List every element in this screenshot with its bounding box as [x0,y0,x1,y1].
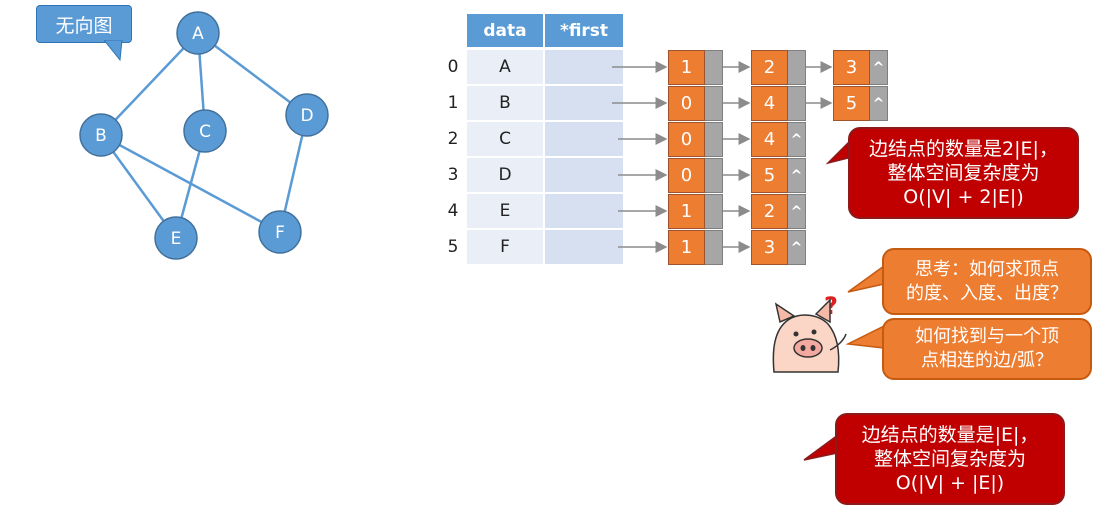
vertex-label-d: D [300,106,313,126]
row-index: 2 [447,129,459,149]
edge-node-vertex: 4 [751,122,788,157]
row-index: 5 [447,237,459,257]
vertex-f [258,210,302,254]
edge-node-next-pointer: ^ [788,194,806,229]
edge-node-vertex: 1 [668,194,705,229]
vertex-label-b: B [95,126,107,146]
callout-think-pointer [847,264,885,293]
table-cell-first-pointer [545,122,623,156]
edge-node: 3^ [751,230,806,265]
edge-node-next-pointer [788,86,806,121]
graph-tag-pointer [103,40,123,62]
edge-node: 1 [668,194,723,229]
row-index: 4 [447,201,459,221]
edge-node: 4^ [751,122,806,157]
row-index: 1 [447,93,459,113]
edge-node-vertex: 0 [668,122,705,157]
edge-node-vertex: 5 [751,158,788,193]
vertex-label-c: C [199,122,211,142]
callout-think: 思考：如何求顶点 的度、入度、出度？ [882,248,1092,315]
table-cell-data: B [467,86,543,120]
table-header-first: *first [545,14,623,47]
edge-node: 0 [668,122,723,157]
edge-node-vertex: 4 [751,86,788,121]
edge-node-vertex: 2 [751,194,788,229]
table-cell-data: E [467,194,543,228]
graph-edge-AB [100,32,199,136]
edge-node-vertex: 2 [751,50,788,85]
edge-node-vertex: 5 [833,86,870,121]
edge-node-next-pointer [705,194,723,229]
edge-node-next-pointer: ^ [870,86,888,121]
table-cell-data: A [467,50,543,84]
vertex-c [183,109,227,153]
edge-node: 2^ [751,194,806,229]
edge-node: 3^ [833,50,888,85]
edge-node: 0 [668,158,723,193]
edge-node: 5^ [833,86,888,121]
pig-mascot-icon: ? [772,292,847,373]
edge-node-vertex: 0 [668,86,705,121]
edge-node: 1 [668,50,723,85]
edge-node-next-pointer: ^ [788,122,806,157]
table-cell-data: F [467,230,543,264]
edge-node: 2 [751,50,806,85]
edge-node-next-pointer: ^ [788,230,806,265]
row-index: 0 [447,57,459,77]
vertex-b [79,113,123,157]
edge-node-vertex: 1 [668,50,705,85]
vertex-a [176,11,220,55]
edge-node-next-pointer [705,230,723,265]
table-cell-data: D [467,158,543,192]
row-index: 3 [447,165,459,185]
edge-node-next-pointer: ^ [870,50,888,85]
vertex-label-f: F [275,223,285,243]
edge-node: 0 [668,86,723,121]
edge-node-next-pointer: ^ [788,158,806,193]
table-header-data: data [467,14,543,47]
callout-find-pointer [846,324,885,349]
undirected-graph: A B C D E F [79,11,329,260]
vertex-label-e: E [171,229,182,249]
edge-node: 5^ [751,158,806,193]
edge-node-vertex: 1 [668,230,705,265]
table-cell-first-pointer [545,86,623,120]
edge-node-next-pointer [705,86,723,121]
table-cell-first-pointer [545,158,623,192]
vertex-d [285,93,329,137]
edge-node-next-pointer [705,50,723,85]
callout-find-edges: 如何找到与一个顶 点相连的边/弧？ [882,318,1092,380]
vertex-e [154,216,198,260]
graph-type-tag: 无向图 [36,5,132,43]
table-cell-first-pointer [545,50,623,84]
edge-node-next-pointer [788,50,806,85]
edge-node-vertex: 0 [668,158,705,193]
edge-node-next-pointer [705,158,723,193]
edge-node: 1 [668,230,723,265]
edge-node-next-pointer [705,122,723,157]
callout-edge-count-2e: 边结点的数量是2|E|， 整体空间复杂度为 O(|V| + 2|E|) [848,127,1079,219]
edge-node-vertex: 3 [833,50,870,85]
callout-edge-count-e: 边结点的数量是|E|， 整体空间复杂度为 O(|V| + |E|) [835,413,1065,505]
edge-node: 4 [751,86,806,121]
edge-node-vertex: 3 [751,230,788,265]
graph-edge-AD [197,32,308,116]
table-cell-data: C [467,122,543,156]
table-cell-first-pointer [545,230,623,264]
table-cell-first-pointer [545,194,623,228]
vertex-label-a: A [192,24,204,44]
